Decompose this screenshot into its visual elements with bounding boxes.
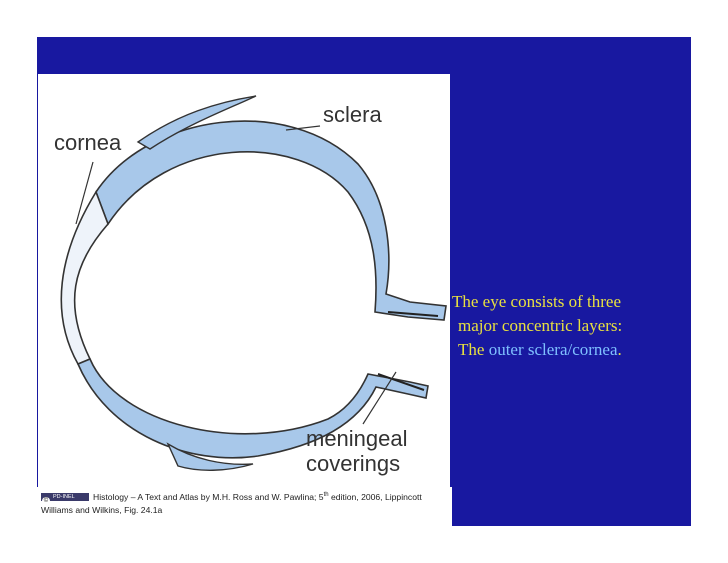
slide-text-line3: The outer sclera/cornea. — [452, 338, 682, 362]
meningeal-label-line2: coverings — [306, 451, 400, 476]
sclera-flap-top — [136, 95, 257, 150]
optic-line-upper — [387, 311, 439, 317]
sclera-leader — [285, 125, 321, 131]
meningeal-leader — [362, 371, 397, 425]
slide-text-line3-suffix: . — [617, 340, 622, 359]
cornea-leader — [75, 161, 94, 225]
license-badge[interactable]: ©PD-INEL — [41, 492, 89, 505]
sclera-label: sclera — [323, 102, 382, 127]
slide-text-highlight: outer sclera/cornea — [488, 340, 618, 359]
cornea-shape — [60, 190, 109, 366]
slide-text-line1: The eye consists of three — [452, 292, 621, 311]
caption-line2: Williams and Wilkins, Fig. 24.1a — [41, 504, 163, 515]
sclera-flap-bottom — [166, 442, 254, 471]
eye-diagram: sclera cornea meningeal coverings — [54, 95, 447, 476]
license-badge-label: PD-INEL — [53, 493, 75, 500]
caption-superscript: th — [323, 492, 329, 498]
caption-line1: Histology – A Text and Atlas by M.H. Ros… — [93, 491, 324, 502]
eye-diagram-panel: sclera cornea meningeal coverings — [38, 74, 450, 487]
meningeal-label-line1: meningeal — [306, 426, 408, 451]
caption-bar: ©PD-INEL Histology – A Text and Atlas by … — [37, 487, 452, 526]
cc-icon: © — [42, 496, 50, 505]
slide-text-block: The eye consists of three major concentr… — [452, 290, 682, 362]
slide-text-line3-prefix: The — [458, 340, 489, 359]
cornea-label: cornea — [54, 130, 122, 155]
caption-line1-end: edition, 2006, Lippincott — [328, 491, 422, 502]
optic-line-lower — [377, 373, 425, 391]
sclera-upper — [95, 120, 447, 321]
caption-text: ©PD-INEL Histology – A Text and Atlas by … — [41, 489, 449, 517]
slide-text-line2: major concentric layers: — [458, 316, 623, 335]
